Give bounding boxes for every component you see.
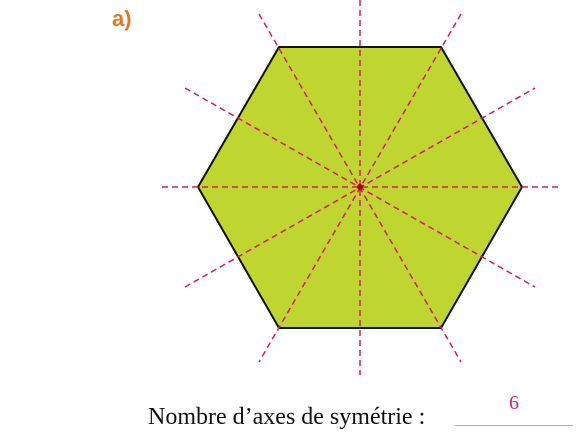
answer-value[interactable]: 6 <box>509 392 519 414</box>
question-text: Nombre d’axes de symétrie : <box>148 404 426 430</box>
exercise-label: a) <box>112 6 132 31</box>
center-point <box>357 184 363 190</box>
answer-line <box>455 425 573 426</box>
